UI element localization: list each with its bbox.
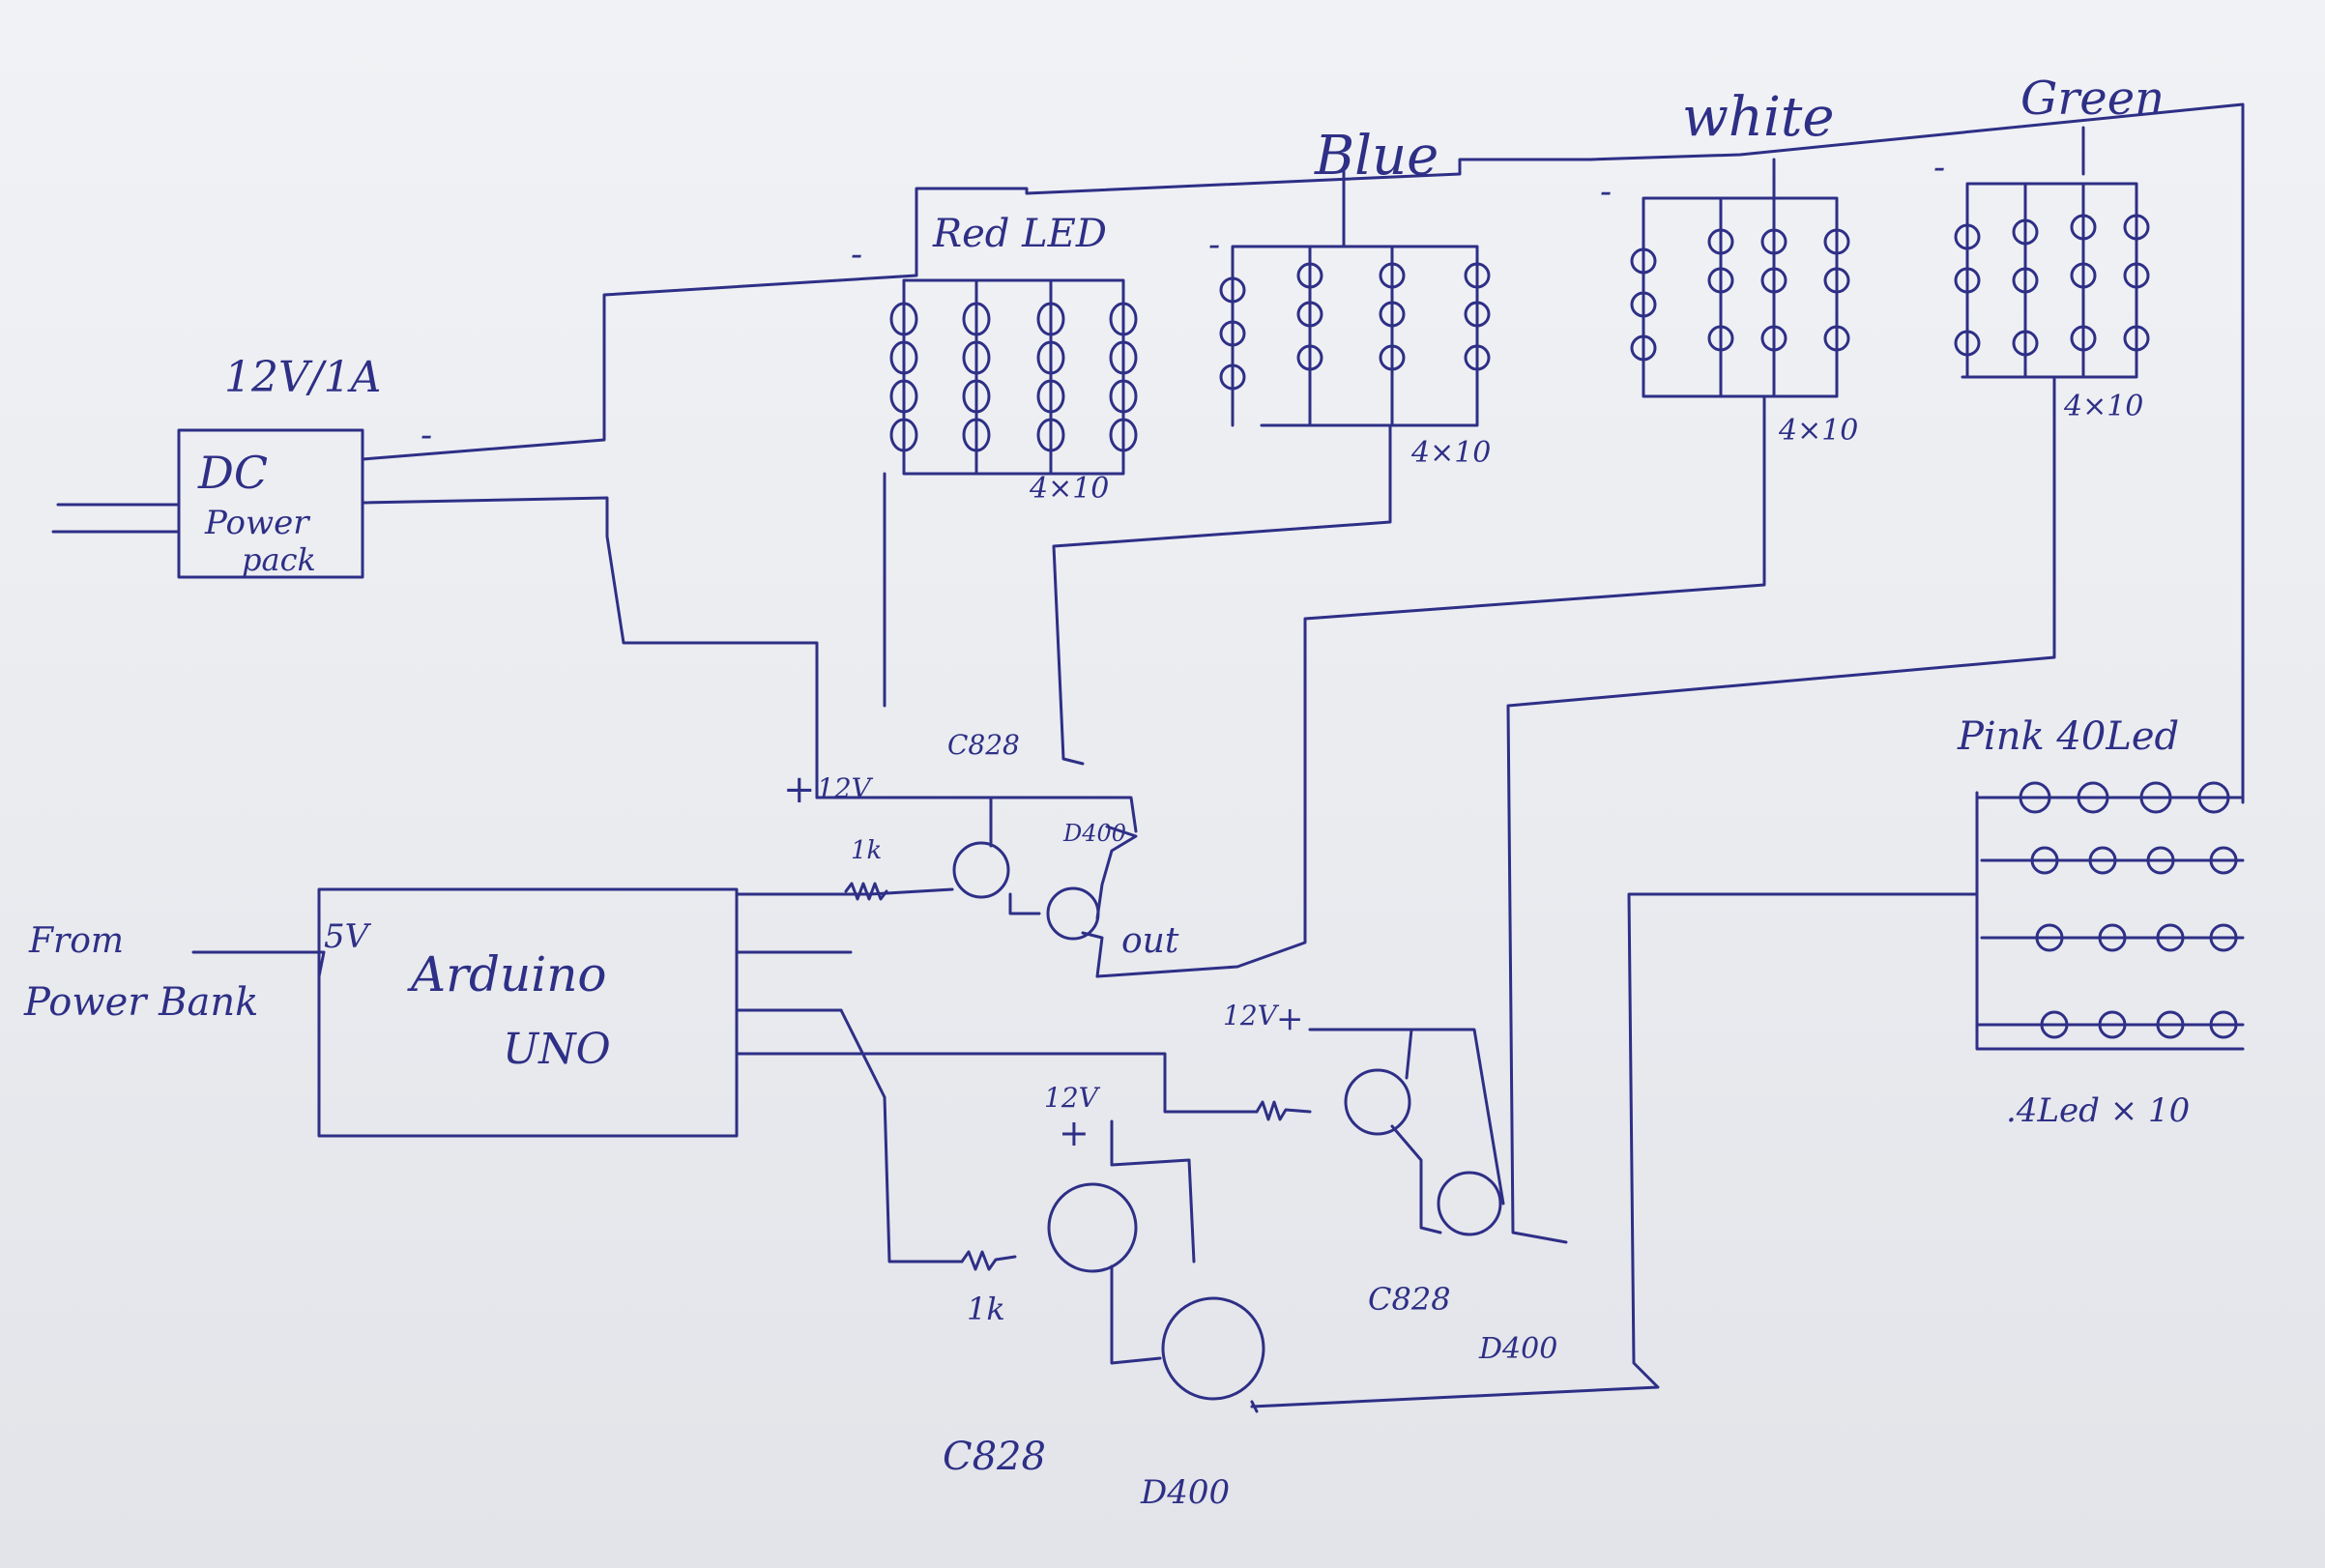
psu-minus: - <box>421 416 432 455</box>
label-red-led: Red LED <box>932 212 1107 256</box>
transistor-stage-top: + 12V 1k C828 D400 out <box>783 729 1179 978</box>
led-array-red <box>889 278 1138 476</box>
psu-label-power: Power <box>204 504 310 542</box>
white-minus: - <box>1600 172 1612 212</box>
stage-mid-12v: 12V <box>1223 1000 1280 1031</box>
label-white: white <box>1682 86 1835 149</box>
stage-top-12v: 12V <box>817 772 874 804</box>
res-bot-label: 1k <box>967 1291 1005 1327</box>
led-array-pink <box>1975 781 2245 1051</box>
label-power-bank: Power Bank <box>23 980 258 1025</box>
res-top <box>844 882 888 901</box>
red-minus: - <box>851 235 862 275</box>
label-red-size: 4×10 <box>1029 472 1109 506</box>
green-minus: - <box>1933 148 1945 188</box>
d400-bot-label: D400 <box>1140 1473 1230 1512</box>
transistor-stage-mid: 12V + C828 D400 <box>735 1000 1557 1366</box>
stage-bot-12v: 12V <box>1044 1082 1101 1114</box>
wire-white-return <box>1095 394 1766 978</box>
led-array-blue <box>1219 245 1491 427</box>
label-pink-size: .4Led × 10 <box>2006 1091 2190 1130</box>
res-bot <box>960 1250 1017 1271</box>
d400-top-label: D400 <box>1062 820 1126 847</box>
psu-label-dc: DC <box>197 447 268 499</box>
label-white-size: 4×10 <box>1778 414 1858 448</box>
transistor-stage-bot: 12V + 1k C828 D400 <box>735 1008 1265 1512</box>
arduino-label-line1: Arduino <box>407 946 607 1002</box>
stage-mid-plus: + <box>1276 1000 1304 1038</box>
wire-green-return <box>1506 375 2056 1244</box>
res-top-label: 1k <box>851 836 882 865</box>
psu-label-pack: pack <box>242 541 316 578</box>
wire-power-bank <box>191 950 326 978</box>
res-mid <box>1255 1100 1312 1121</box>
label-5v: 5V <box>324 917 372 956</box>
out-label: out <box>1121 921 1179 961</box>
blue-minus: - <box>1208 225 1220 265</box>
label-green: Green <box>2020 72 2165 126</box>
c828-mid-label: C828 <box>1368 1281 1451 1318</box>
d400-mid-label: D400 <box>1478 1332 1557 1366</box>
wire-blue-return <box>1052 423 1392 766</box>
label-from: From <box>28 921 124 961</box>
c828-bot-label: C828 <box>943 1435 1046 1479</box>
label-green-size: 4×10 <box>2063 390 2143 423</box>
stage-bot-plus: + <box>1059 1112 1090 1154</box>
c828-top-label: C828 <box>947 729 1020 761</box>
stage-top-plus: + <box>783 768 816 812</box>
arduino-label-line2: UNO <box>503 1025 611 1074</box>
label-blue-size: 4×10 <box>1410 436 1491 470</box>
positive-rail <box>361 496 819 799</box>
wire-pink-return <box>1250 892 1979 1408</box>
supply-rating: 12V/1A <box>224 353 381 402</box>
dc-power-pack: DC Power pack <box>51 428 364 579</box>
led-array-white <box>1630 196 1850 398</box>
label-pink: Pink 40Led <box>1957 714 2179 759</box>
label-blue: Blue <box>1314 125 1439 188</box>
negative-rail <box>361 102 2245 804</box>
arduino-uno: Arduino UNO <box>317 887 872 1138</box>
led-array-green <box>1954 182 2150 379</box>
